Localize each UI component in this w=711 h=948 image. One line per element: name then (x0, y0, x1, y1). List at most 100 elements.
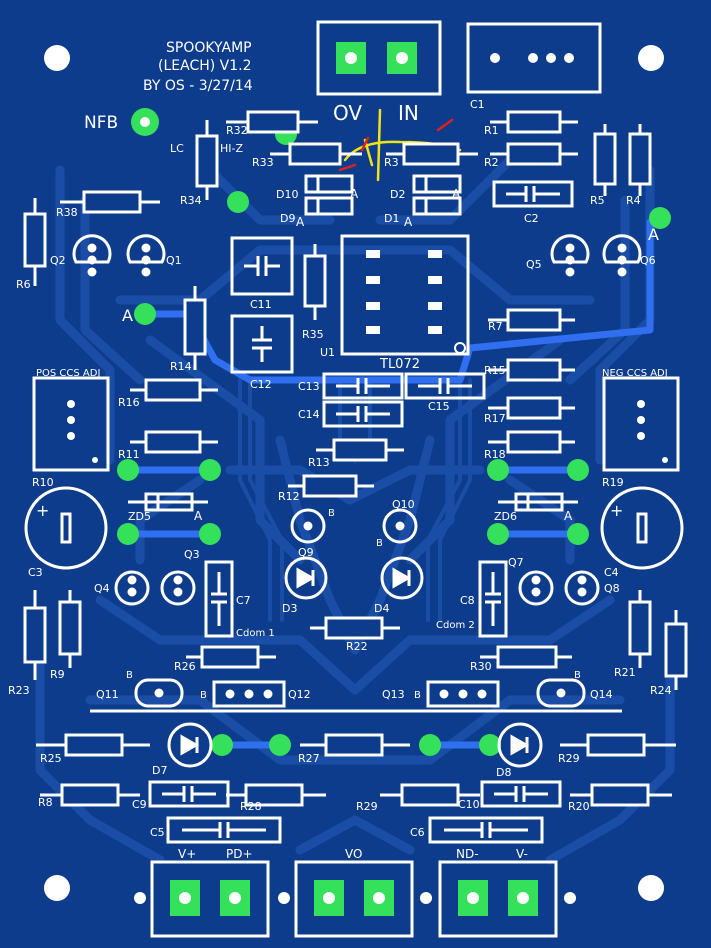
ref-c10: C10 (458, 798, 480, 811)
ref-r17: R17 (484, 412, 506, 425)
title-line-3: BY OS - 3/27/14 (143, 78, 253, 94)
ref-q7: Q7 (508, 556, 524, 569)
anode-label-zd6: A (564, 509, 573, 523)
ref-u1: U1 (320, 346, 335, 359)
ref-r29-top: R29 (558, 752, 580, 765)
ref-q8: Q8 (604, 582, 620, 595)
aux-connector (466, 22, 602, 94)
resistor-r6 (23, 198, 47, 286)
resistor-r20 (570, 783, 672, 807)
ref-r6: R6 (16, 278, 31, 291)
transistor-q2 (72, 234, 112, 277)
board-title: SPOOKYAMP (LEACH) V1.2 BY OS - 3/27/14 (143, 40, 253, 94)
diode-zd6 (498, 492, 578, 512)
cap-c14 (322, 400, 404, 428)
ref-zd6: ZD6 (494, 510, 517, 523)
ref-q12: Q12 (288, 688, 311, 701)
base-q9: B (328, 508, 335, 519)
power-terminal-left (150, 860, 270, 938)
ref-r38: R38 (56, 206, 78, 219)
resistor-r25 (36, 733, 150, 757)
ref-d2: D2 (390, 188, 405, 201)
ref-c3: C3 (28, 566, 43, 579)
transistor-q1 (126, 234, 166, 277)
cap-c5 (166, 816, 282, 844)
ref-q3: Q3 (184, 548, 200, 561)
cap-c15 (404, 372, 486, 400)
base-markers: B B B B B B (126, 508, 581, 701)
ic-u1 (340, 234, 470, 356)
ref-q5: Q5 (526, 258, 542, 271)
ref-r20: R20 (568, 800, 590, 813)
resistor-r32 (226, 110, 318, 134)
ref-c5: C5 (150, 826, 165, 839)
ref-q9: Q9 (298, 546, 314, 559)
label-pos-ccs: POS CCS ADJ (36, 368, 100, 379)
label-tl072: TL072 (379, 357, 420, 372)
ref-r29-bottom: R29 (356, 800, 378, 813)
ref-r27: R27 (298, 752, 320, 765)
ref-c6: C6 (410, 826, 425, 839)
svg-text:+: + (610, 501, 623, 520)
resistor-r30 (480, 645, 572, 669)
diode-anode-labels: A A A A A A (194, 187, 573, 523)
transistors (72, 234, 642, 708)
ref-r2: R2 (484, 156, 499, 169)
ref-r10: R10 (32, 476, 54, 489)
resistor-r2 (490, 142, 578, 166)
ref-c4: C4 (604, 566, 619, 579)
ref-zd5: ZD5 (128, 510, 151, 523)
resistor-r27 (300, 733, 410, 757)
resistor-r35 (303, 244, 327, 320)
output-terminal (294, 860, 414, 938)
ref-d3: D3 (282, 602, 297, 615)
anode-label-d1: A (404, 215, 413, 229)
ref-r14: R14 (170, 360, 192, 373)
transistor-q11 (134, 678, 184, 708)
resistor-r14 (183, 286, 207, 370)
electrolytic-caps: + + (24, 486, 684, 570)
resistor-r38 (60, 190, 160, 214)
resistor-r3 (386, 142, 478, 166)
resistor-r24 (664, 610, 688, 690)
anode-label-d10: A (350, 187, 359, 201)
ref-c8: C8 (460, 594, 475, 607)
ref-r16: R16 (118, 396, 140, 409)
transistor-q10 (382, 508, 418, 544)
cap-c11 (230, 236, 294, 296)
ref-d8: D8 (496, 766, 511, 779)
ref-c9: C9 (132, 798, 147, 811)
label-cdom2: Cdom 2 (436, 620, 475, 631)
ref-c13: C13 (298, 380, 320, 393)
diode-d1 (412, 196, 462, 216)
ref-r8: R8 (38, 796, 53, 809)
resistor-r13 (316, 438, 404, 462)
ref-q4: Q4 (94, 582, 110, 595)
cap-c8 (478, 560, 508, 638)
resistor-r16 (130, 378, 218, 402)
ref-d7: D7 (152, 764, 167, 777)
ref-d1: D1 (384, 212, 399, 225)
ref-r32: R32 (226, 124, 248, 137)
transistor-q12 (212, 680, 286, 708)
ref-c14: C14 (298, 408, 320, 421)
label-pdplus: PD+ (226, 847, 253, 861)
resistor-r8 (40, 783, 140, 807)
resistor-r23 (23, 590, 47, 680)
designators: R32 R33 R3 C1 R1 R2 R34 D10 D9 D2 D1 C2 … (8, 98, 672, 839)
ref-q1: Q1 (166, 254, 182, 267)
ref-r22: R22 (346, 640, 368, 653)
led-d8 (497, 722, 543, 768)
base-q10: B (376, 538, 383, 549)
label-ov: OV (333, 101, 362, 125)
ref-c15: C15 (428, 400, 450, 413)
leds (167, 556, 543, 768)
label-nfb: NFB (84, 113, 118, 133)
edge-vias (134, 892, 576, 904)
cap-c6 (428, 816, 544, 844)
cap-c13 (322, 372, 404, 400)
green-pads (117, 123, 671, 756)
title-line-2: (LEACH) V1.2 (158, 58, 252, 74)
ref-q10: Q10 (392, 498, 415, 511)
resistor-r29-bottom (380, 783, 480, 807)
